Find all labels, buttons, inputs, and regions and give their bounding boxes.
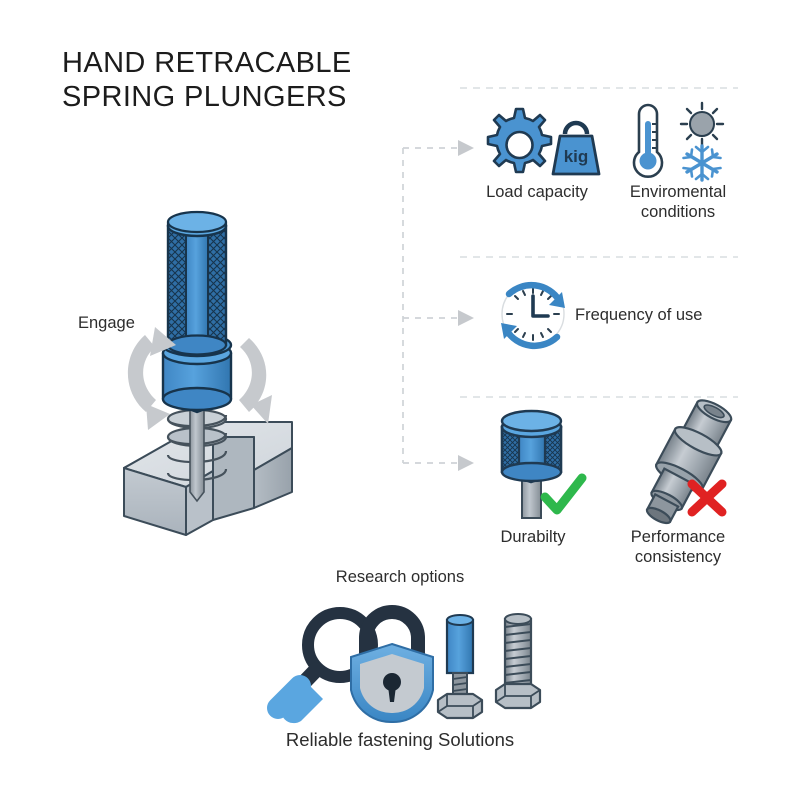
- check-icon: [540, 473, 587, 515]
- thermometer-icon: [632, 103, 664, 179]
- performance-consistency-label: Performance consistency: [630, 528, 726, 566]
- padlock-shield-icon: [350, 605, 434, 724]
- blue-bolt-icon: [436, 614, 484, 720]
- dashed-connectors: [402, 147, 459, 464]
- engage-label: Engage: [78, 314, 135, 332]
- gray-plunger-icon: [645, 399, 733, 525]
- snowflake-icon: [682, 144, 722, 182]
- magnifier-icon: [267, 607, 378, 724]
- tagline-label: Reliable fastening Solutions: [285, 729, 515, 750]
- environmental-conditions-label: Enviromental conditions: [629, 183, 727, 221]
- engage-arrows: [127, 327, 272, 430]
- plunger-body: [161, 332, 233, 414]
- page-title: HAND RETRACABLE SPRING PLUNGERS: [62, 47, 352, 113]
- mounting-block: [123, 421, 293, 536]
- gray-bolt-icon: [494, 613, 542, 710]
- plunger-illustration: [123, 210, 293, 536]
- clock-refresh-icon: [501, 281, 565, 350]
- load-capacity-label: Load capacity: [486, 183, 588, 201]
- plunger-knurled-barrel: [166, 210, 228, 356]
- weight-icon: kig: [551, 120, 601, 176]
- weight-icon-text: kig: [564, 147, 589, 166]
- cross-icon: [687, 479, 727, 517]
- section-dividers: [460, 87, 738, 398]
- plunger-spring: [166, 408, 228, 482]
- sun-icon: [679, 101, 725, 147]
- gear-icon: [486, 107, 553, 174]
- research-options-label: Research options: [335, 568, 465, 586]
- durability-label: Durabilty: [500, 528, 566, 546]
- blue-plunger-icon: [500, 409, 563, 519]
- frequency-of-use-label: Frequency of use: [575, 306, 703, 324]
